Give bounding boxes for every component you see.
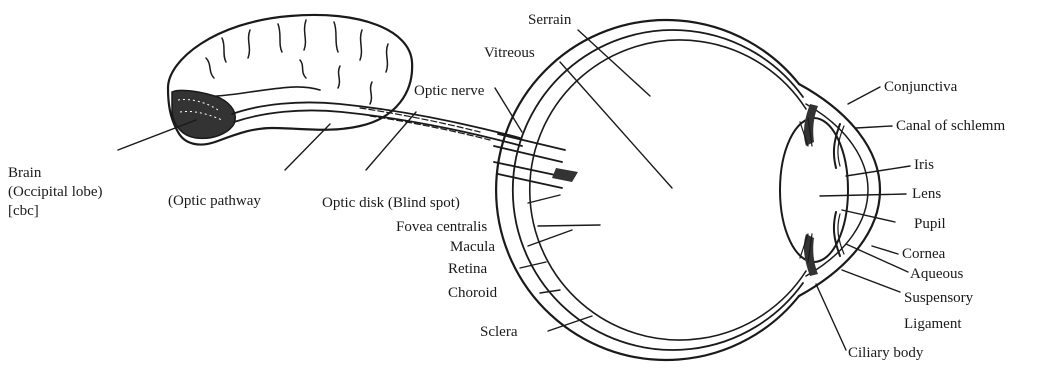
label-occipital-lobe: (Occipital lobe) xyxy=(8,184,103,200)
label-iris: Iris xyxy=(914,157,934,173)
label-canal-of-schlemm: Canal of schlemm xyxy=(896,118,1005,134)
label-conjunctiva: Conjunctiva xyxy=(884,79,958,95)
labels: Serrain Vitreous Optic nerve Brain (Occi… xyxy=(8,12,1005,361)
choroid-layer xyxy=(513,30,803,350)
label-serrain: Serrain xyxy=(528,12,572,28)
label-retina: Retina xyxy=(448,261,487,277)
brain-sulci xyxy=(206,20,388,104)
label-cornea: Cornea xyxy=(902,246,946,262)
label-brain-extra: [cbc] xyxy=(8,203,39,219)
label-choroid: Choroid xyxy=(448,285,498,301)
brain-illustration xyxy=(168,15,412,145)
label-aqueous: Aqueous xyxy=(910,266,963,282)
label-macula: Macula xyxy=(450,239,495,255)
label-optic-nerve: Optic nerve xyxy=(414,83,485,99)
lens xyxy=(780,118,848,262)
optic-pathway xyxy=(232,102,522,146)
label-ligament: Ligament xyxy=(904,316,962,332)
occipital-lobe-shading xyxy=(172,90,235,138)
label-suspensory: Suspensory xyxy=(904,290,974,306)
label-ciliary-body: Ciliary body xyxy=(848,345,924,361)
label-sclera: Sclera xyxy=(480,324,518,340)
label-fovea-centralis: Fovea centralis xyxy=(396,219,487,235)
label-optic-pathway: (Optic pathway xyxy=(168,193,261,209)
label-optic-disk: Optic disk (Blind spot) xyxy=(322,195,460,211)
label-vitreous: Vitreous xyxy=(484,45,535,61)
sclera-outer xyxy=(496,20,799,360)
leader-lines xyxy=(118,30,910,350)
retina-layer xyxy=(530,40,806,340)
label-brain: Brain xyxy=(8,165,42,181)
label-lens: Lens xyxy=(912,186,941,202)
optic-disk xyxy=(552,168,578,182)
eyeball xyxy=(494,20,880,360)
label-pupil: Pupil xyxy=(914,216,946,232)
